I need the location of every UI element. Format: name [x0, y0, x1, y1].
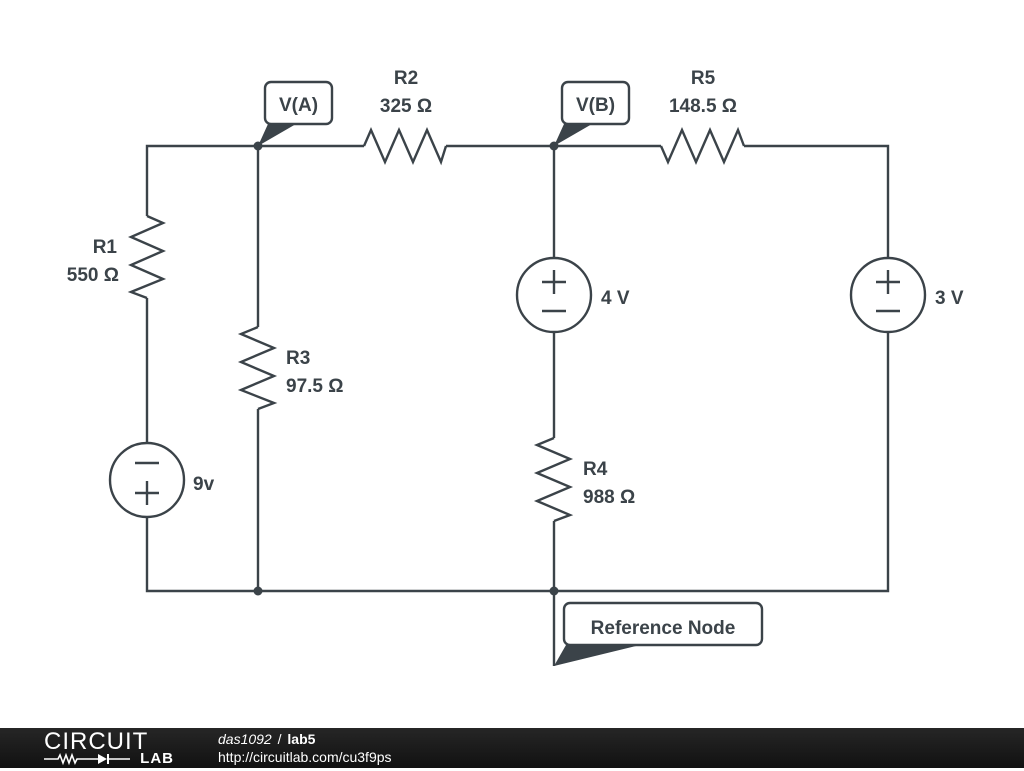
circuitlab-logo[interactable]: CIRCUIT LAB: [44, 730, 174, 766]
resistor-r4-value: 988 Ω: [583, 487, 635, 508]
probe-node-a-label: V(A): [279, 95, 318, 116]
logo-text-lab: LAB: [140, 750, 174, 767]
wire-top-right: [744, 144, 890, 258]
resistor-r1-name: R1: [93, 237, 118, 258]
circuit-url-link[interactable]: http://circuitlab.com/cu3f9ps: [218, 749, 392, 765]
junction-reference: [549, 586, 559, 596]
probe-pointer: [554, 124, 592, 146]
resistor-r1[interactable]: R1 550 Ω: [67, 214, 167, 300]
circuit-schematic: R1 550 Ω R2 325 Ω R3 97.5 Ω R4 988 Ω R5 …: [67, 68, 964, 666]
logo-text-circuit: CIRCUIT: [44, 728, 149, 755]
probe-node-b[interactable]: V(B): [554, 80, 631, 146]
project-link[interactable]: lab5: [287, 731, 316, 747]
probe-node-a[interactable]: V(A): [258, 80, 334, 146]
wire-top-left: [145, 144, 364, 216]
resistor-r1-value: 550 Ω: [67, 265, 119, 286]
resistor-r4-name: R4: [583, 459, 608, 480]
footer-bar: CIRCUIT LAB das1092 / lab5 http://circui…: [0, 728, 1024, 768]
path-separator: /: [277, 731, 282, 747]
resistor-r3[interactable]: R3 97.5 Ω: [237, 325, 344, 411]
probe-reference-label: Reference Node: [591, 618, 736, 639]
resistor-r3-value: 97.5 Ω: [286, 376, 344, 397]
wire-bottom: [145, 333, 890, 593]
resistor-r5[interactable]: R5 148.5 Ω: [659, 68, 746, 165]
voltage-source-3v[interactable]: 3 V: [849, 256, 964, 334]
voltage-source-9v[interactable]: 9v: [108, 441, 215, 519]
probe-node-b-label: V(B): [576, 95, 615, 116]
resistor-r4[interactable]: R4 988 Ω: [533, 436, 635, 523]
voltage-source-4v[interactable]: 4 V: [515, 256, 630, 334]
wires: [145, 144, 890, 666]
resistor-r2[interactable]: R2 325 Ω: [362, 68, 448, 166]
probe-reference-node[interactable]: Reference Node: [554, 601, 764, 666]
voltage-source-4v-value: 4 V: [601, 288, 630, 309]
circuit-meta: das1092 / lab5 http://circuitlab.com/cu3…: [218, 731, 392, 766]
probe-pointer: [554, 645, 640, 666]
voltage-source-3v-value: 3 V: [935, 288, 964, 309]
resistor-r3-name: R3: [286, 348, 310, 369]
resistor-r5-name: R5: [691, 68, 716, 89]
resistor-r2-name: R2: [394, 68, 418, 89]
probe-pointer: [258, 124, 296, 146]
author-link[interactable]: das1092: [218, 731, 272, 747]
resistor-r2-value: 325 Ω: [380, 96, 432, 117]
voltage-source-9v-value: 9v: [193, 474, 215, 495]
resistor-r5-value: 148.5 Ω: [669, 96, 737, 117]
resistor-diode-logo-icon: [44, 752, 130, 766]
junction-bottom-left: [253, 586, 263, 596]
